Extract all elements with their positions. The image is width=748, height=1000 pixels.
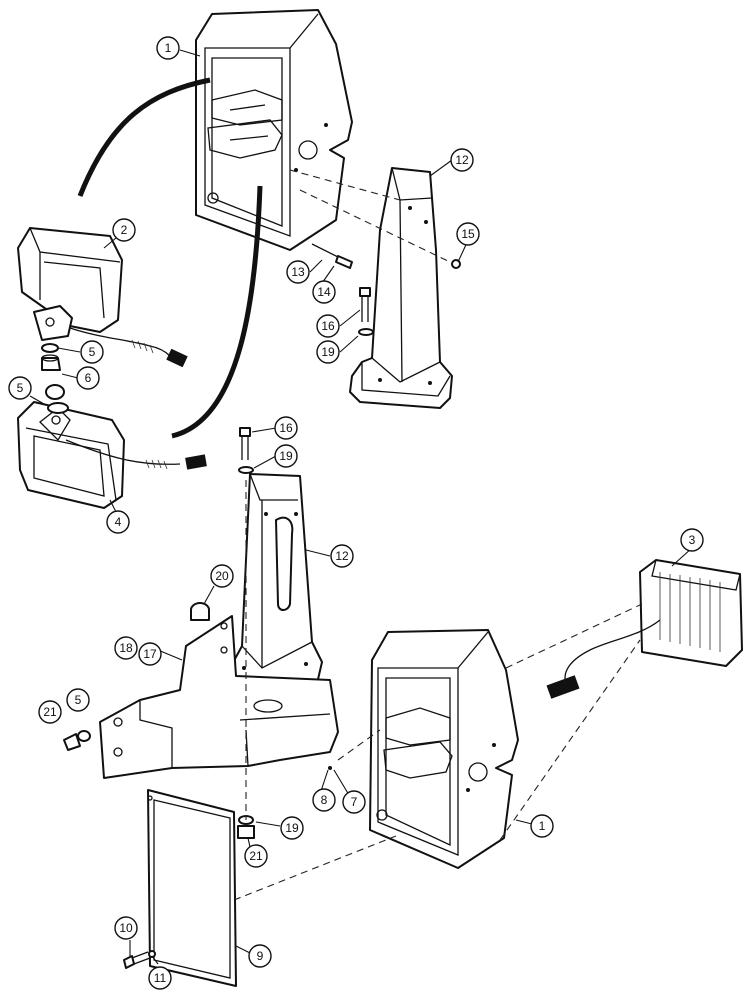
washer-nut-group-lamp: [41, 343, 69, 414]
callout-label: 5: [89, 345, 96, 359]
pillar-bracket-lower: [229, 473, 323, 695]
callout-label: 11: [154, 971, 167, 985]
callout-label: 21: [43, 705, 57, 719]
callout-label: 12: [455, 153, 469, 167]
wiring-harness: [77, 77, 263, 439]
callout-5-lamp-lower: 5: [8, 376, 32, 400]
callout-label: 6: [85, 371, 92, 385]
lamp-housing-top: [195, 9, 353, 251]
callout-6: 6: [76, 366, 100, 390]
callout-4: 4: [106, 510, 130, 534]
leader-lines: [29, 49, 693, 965]
cover-plate: [147, 789, 237, 987]
callout-label: 12: [335, 549, 349, 563]
callout-label: 1: [165, 41, 172, 55]
callout-label: 8: [321, 793, 328, 807]
callout-17: 17: [138, 642, 162, 666]
callout-19-lower: 19: [274, 444, 298, 468]
callout-16-upper: 16: [316, 314, 340, 338]
callout-label: 9: [257, 949, 264, 963]
callout-20: 20: [210, 564, 234, 588]
work-lamp-lower: [17, 401, 207, 509]
work-lamp-upper: [17, 227, 188, 368]
callout-label: 20: [215, 569, 229, 583]
rear-lamp: [546, 559, 743, 699]
fasteners: [63, 243, 461, 969]
callout-8: 8: [312, 788, 336, 812]
callout-label: 18: [119, 641, 133, 655]
callout-label: 13: [291, 265, 305, 279]
callout-label: 5: [17, 381, 24, 395]
callout-19-upper: 19: [316, 340, 340, 364]
callout-18: 18: [114, 636, 138, 660]
callout-13: 13: [286, 260, 310, 284]
callout-12-lower: 12: [330, 544, 354, 568]
callout-16-lower: 16: [274, 416, 298, 440]
callout-label: 4: [115, 515, 122, 529]
callout-label: 2: [121, 223, 128, 237]
callout-14: 14: [312, 280, 336, 304]
base-bracket: [99, 615, 339, 779]
callout-label: 19: [279, 449, 293, 463]
callout-label: 15: [461, 227, 475, 241]
callout-label: 19: [285, 821, 299, 835]
callout-label: 7: [351, 795, 358, 809]
callout-10: 10: [114, 916, 138, 940]
callout-1-bottom: 1: [530, 814, 554, 838]
callout-7: 7: [342, 790, 366, 814]
callout-21-left: 21: [38, 700, 62, 724]
assembly-lines: [233, 169, 643, 901]
callout-5-left: 5: [66, 688, 90, 712]
callout-1-top: 1: [156, 36, 180, 60]
callout-label: 5: [75, 693, 82, 707]
callout-2: 2: [112, 218, 136, 242]
callout-label: 21: [249, 849, 263, 863]
callout-label: 17: [143, 647, 157, 661]
lamp-housing-bottom: [369, 629, 519, 869]
callout-21-bottom: 21: [244, 844, 268, 868]
callout-19-bottom: 19: [280, 816, 304, 840]
callout-label: 3: [689, 533, 696, 547]
callout-label: 16: [321, 319, 335, 333]
callout-9: 9: [248, 944, 272, 968]
rubber-bumper: [190, 602, 210, 621]
pillar-bracket-upper: [349, 167, 453, 409]
callout-15: 15: [456, 222, 480, 246]
callout-label: 16: [279, 421, 293, 435]
callout-12-upper: 12: [450, 148, 474, 172]
callout-label: 19: [321, 345, 335, 359]
callout-11: 11: [148, 966, 172, 990]
callout-5-lamp: 5: [80, 340, 104, 364]
callout-label: 1: [539, 819, 546, 833]
callout-3: 3: [680, 528, 704, 552]
callout-label: 14: [317, 285, 331, 299]
callout-label: 10: [119, 921, 133, 935]
